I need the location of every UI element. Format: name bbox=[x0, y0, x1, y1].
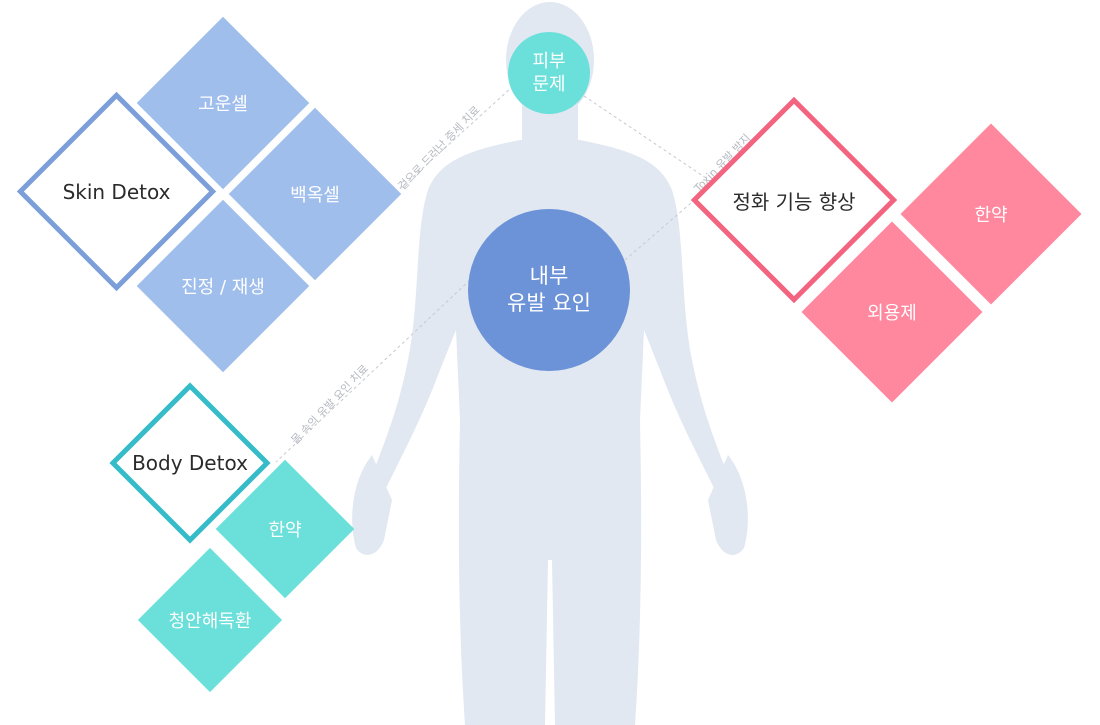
body-detox-title: Body Detox bbox=[132, 451, 248, 475]
body-item-label-1: 한약 bbox=[268, 520, 302, 541]
center-circle-label: 내부 유발 요인 bbox=[507, 264, 591, 315]
head-circle: 피부 문제 bbox=[508, 32, 590, 114]
purify-title: 정화 기능 향상 bbox=[732, 189, 856, 214]
head-circle-label: 피부 문제 bbox=[532, 51, 566, 95]
purify-item-label-1: 한약 bbox=[974, 205, 1008, 226]
skin-item-label-2: 백옥셀 bbox=[290, 185, 340, 206]
center-circle: 내부 유발 요인 bbox=[468, 209, 630, 371]
skin-item-label-3: 진정 / 재생 bbox=[181, 277, 265, 298]
body-item-label-2: 청안해독환 bbox=[168, 611, 252, 632]
skin-detox-title: Skin Detox bbox=[62, 179, 171, 204]
skin-item-label-1: 고운셀 bbox=[198, 94, 248, 115]
purify-item-label-2: 외용제 bbox=[867, 303, 917, 324]
